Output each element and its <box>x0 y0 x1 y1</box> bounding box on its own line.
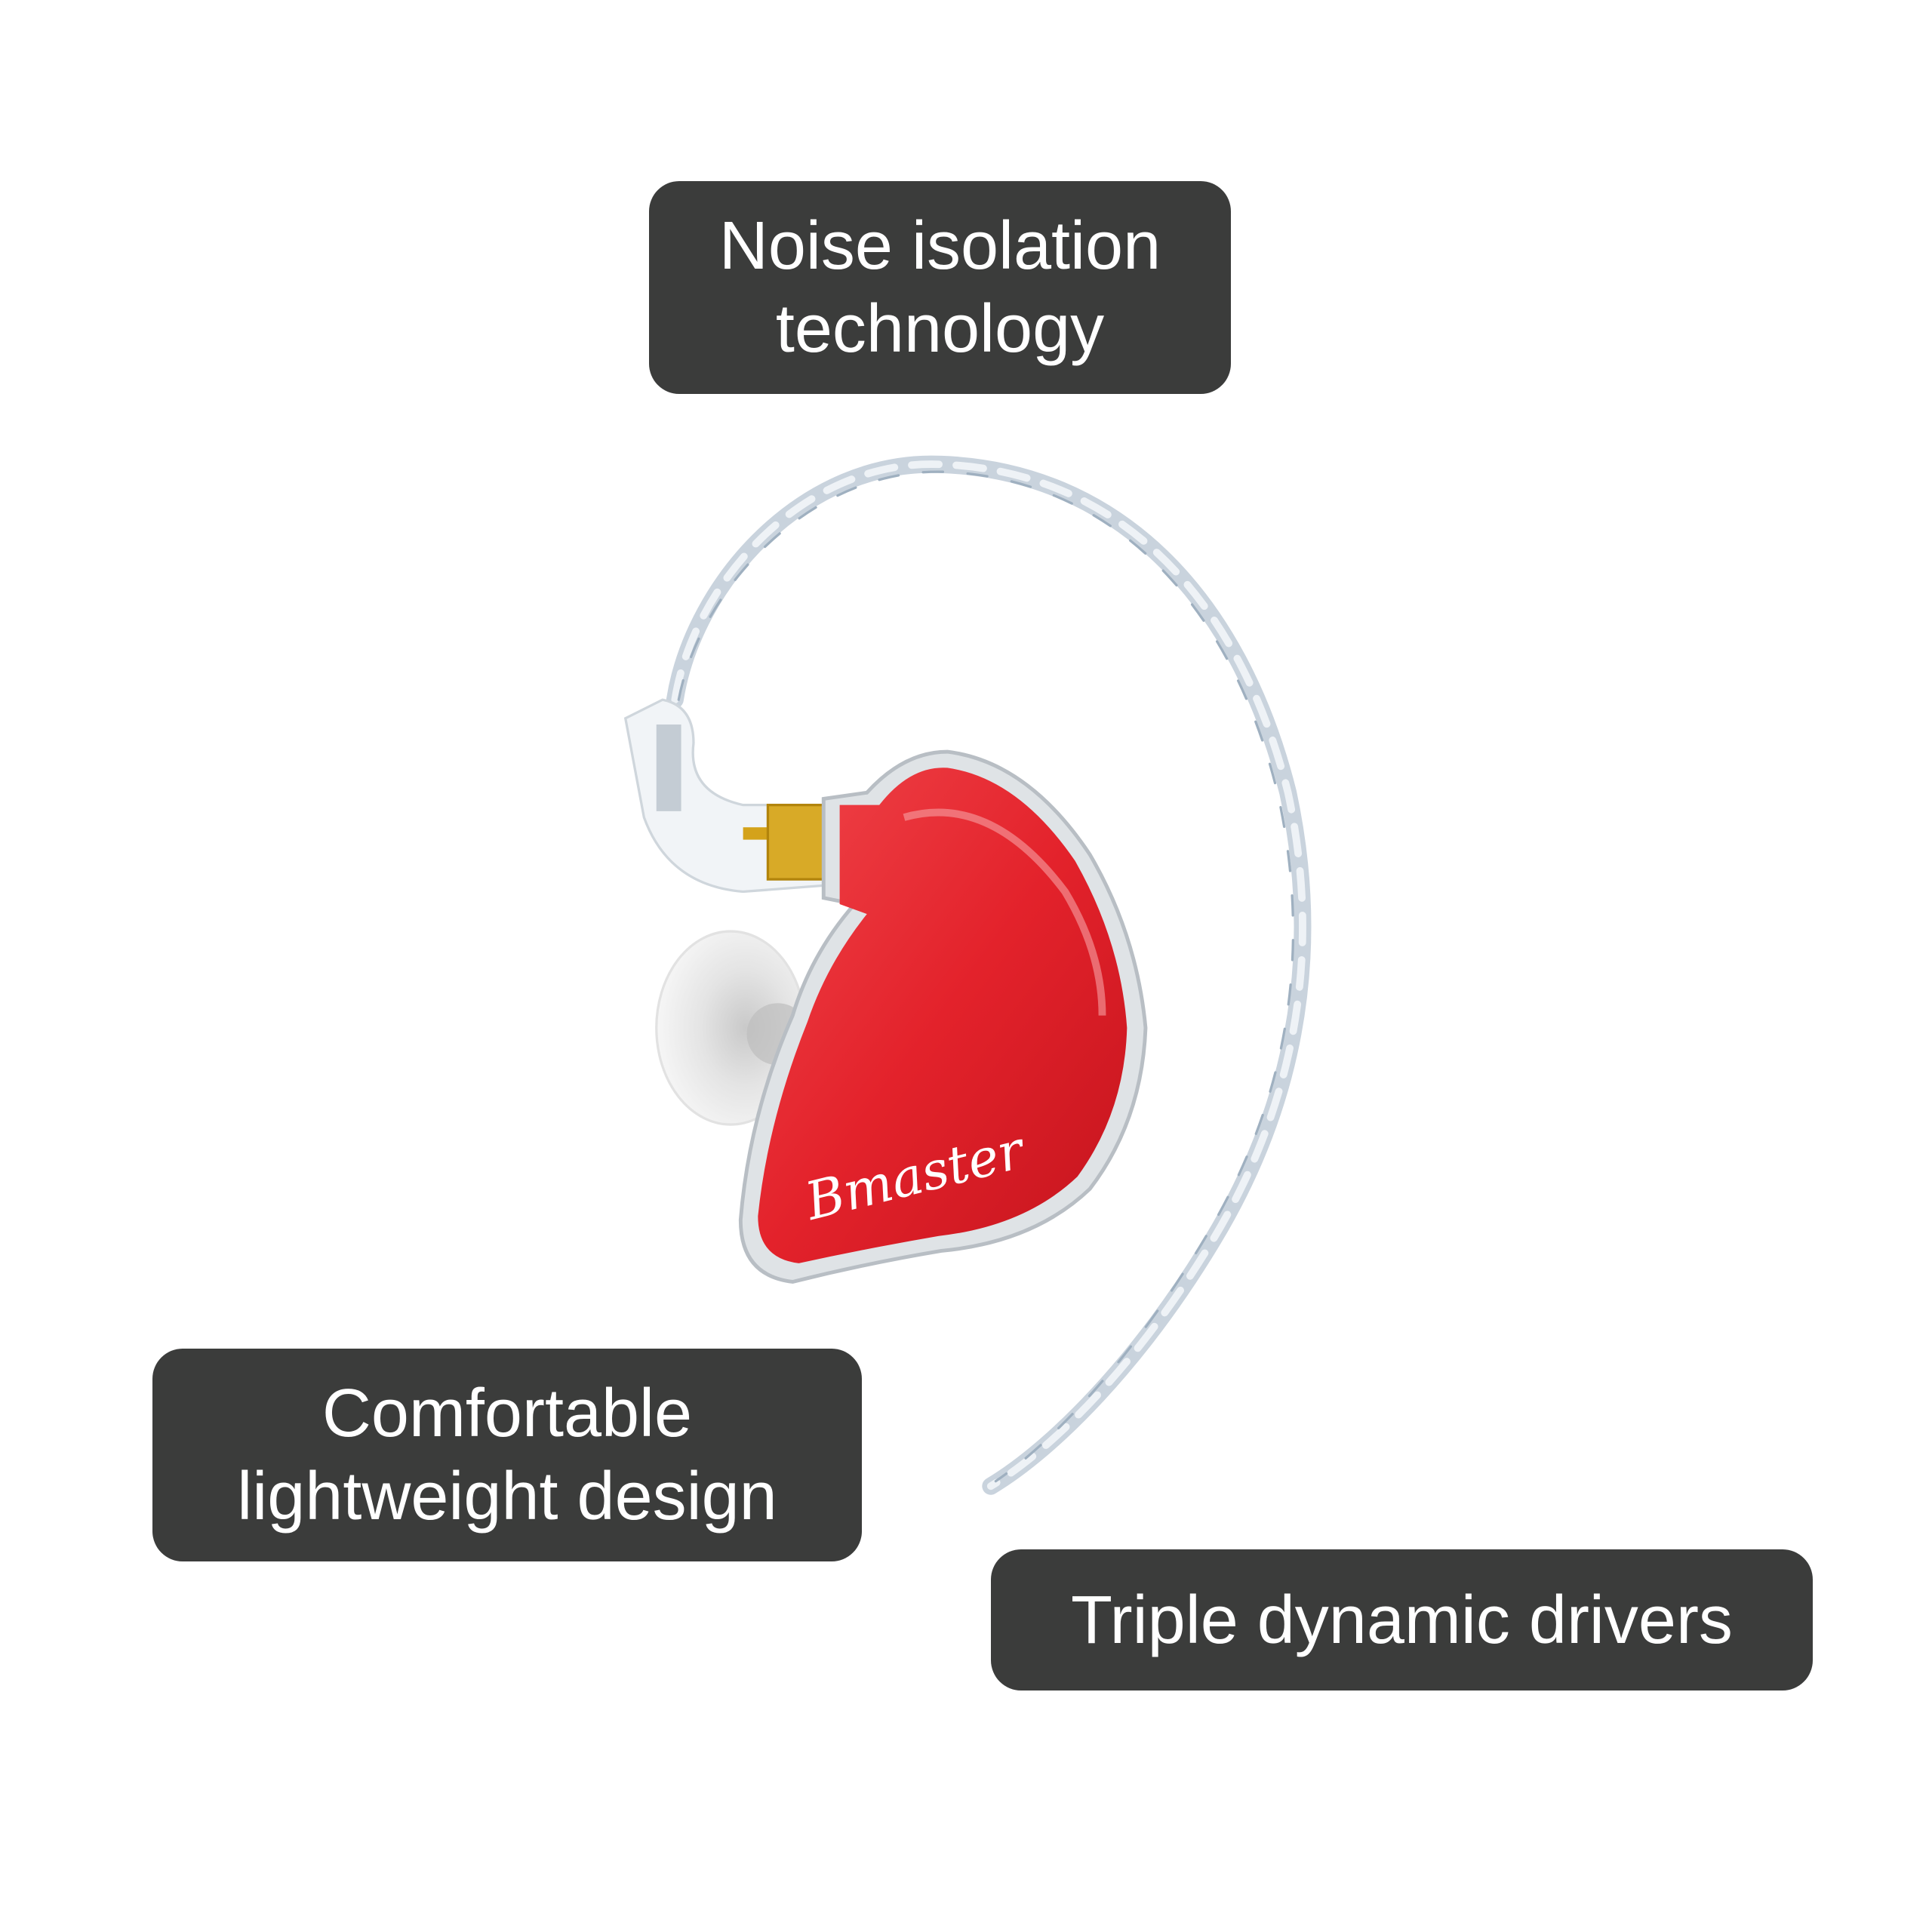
callout-noise-isolation: Noise isolation technology <box>649 181 1231 394</box>
connector <box>623 698 825 894</box>
cable <box>666 455 1312 1495</box>
callout-line: lightweight design <box>237 1459 777 1534</box>
earphone-shell: Bmaster <box>738 749 1148 1284</box>
callout-drivers: Triple dynamic drivers <box>991 1549 1813 1690</box>
callout-line: Noise isolation <box>718 208 1161 284</box>
callout-comfort: Comfortable lightweight design <box>152 1349 862 1561</box>
callout-line: Triple dynamic drivers <box>1071 1582 1733 1658</box>
callout-line: technology <box>775 291 1105 367</box>
callout-line: Comfortable <box>321 1376 693 1451</box>
